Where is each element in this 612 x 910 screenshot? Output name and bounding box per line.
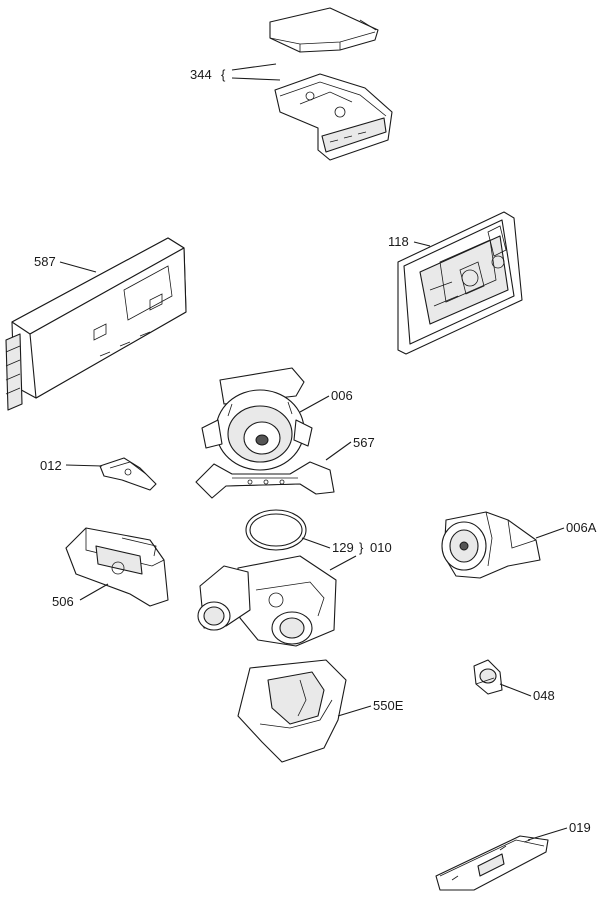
label-012: 012: [40, 458, 62, 473]
part-019-callout: 019: [527, 820, 591, 841]
label-506: 506: [52, 594, 74, 609]
part-567-drawing[interactable]: [195, 461, 335, 499]
part-012-drawing[interactable]: [99, 457, 157, 491]
label-019: 019: [569, 820, 591, 835]
part-006A-callout: 006A: [535, 520, 597, 539]
label-048: 048: [533, 688, 555, 703]
part-567-callout: 567: [325, 435, 375, 461]
part-006A-drawing[interactable]: [441, 511, 541, 579]
label-006A: 006A: [566, 520, 597, 535]
part-550E-callout: 550E: [337, 698, 404, 717]
label-550E: 550E: [373, 698, 404, 713]
part-006-drawing[interactable]: [201, 367, 313, 471]
part-048-drawing[interactable]: [473, 659, 503, 695]
brace-010: }: [359, 540, 364, 555]
part-129-callout: 129: [301, 537, 354, 555]
part-010-drawing[interactable]: [197, 555, 337, 647]
part-118-drawing[interactable]: [397, 211, 523, 355]
part-118-callout: 118: [388, 234, 431, 249]
part-550E-drawing[interactable]: [237, 659, 347, 763]
part-506-drawing[interactable]: [65, 527, 169, 607]
brace-344: {: [221, 67, 226, 82]
label-006: 006: [331, 388, 353, 403]
part-048-callout: 048: [499, 683, 555, 703]
part-587-drawing[interactable]: [5, 237, 187, 411]
label-567: 567: [353, 435, 375, 450]
part-019-drawing[interactable]: [435, 835, 549, 891]
label-587: 587: [34, 254, 56, 269]
part-587-callout: 587: [34, 254, 97, 273]
part-129-drawing[interactable]: [245, 509, 307, 551]
part-010-callout: } 010: [329, 540, 392, 571]
part-506-callout: 506: [52, 583, 109, 609]
label-118: 118: [388, 234, 409, 249]
part-012-callout: 012: [40, 458, 103, 473]
part-344-drawing[interactable]: [269, 7, 393, 161]
part-006-callout: 006: [299, 388, 353, 413]
label-129: 129: [332, 540, 354, 555]
label-344: 344: [190, 67, 212, 82]
label-010: 010: [370, 540, 392, 555]
part-344-callout: 344 {: [190, 63, 281, 82]
